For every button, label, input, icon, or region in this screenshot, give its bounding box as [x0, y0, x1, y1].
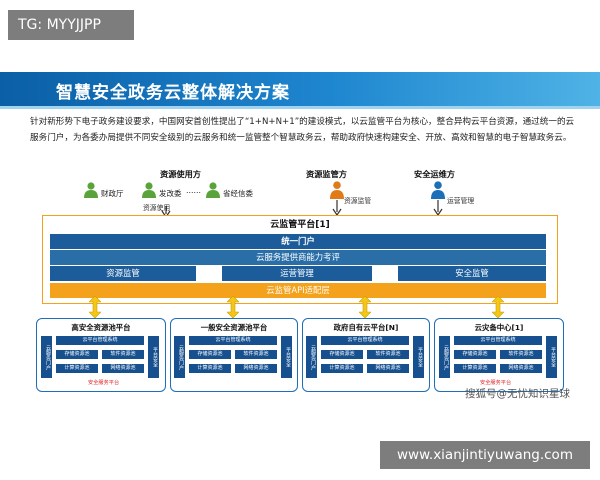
label-resource-use: 资源使用 [143, 204, 171, 212]
pool-portal: 云服务门户 [306, 336, 317, 378]
operator-icon [431, 181, 445, 199]
double-arrow-icon [89, 296, 101, 318]
pool-compute: 计算资源池 [189, 364, 231, 373]
double-arrow-icon [359, 296, 371, 318]
pool-storage: 存储资源池 [454, 350, 496, 359]
pool-software: 软件资源池 [367, 350, 409, 359]
person-reform: 发改委 [159, 189, 182, 198]
pool-mgmt-system: 云平台管理系统 [321, 336, 409, 345]
pool-portal: 云服务门户 [174, 336, 185, 378]
pool-storage: 存储资源池 [56, 350, 98, 359]
person-dots: …… [186, 186, 201, 195]
label-ops-management: 运营管理 [447, 197, 475, 205]
resource-monitor-bar: 资源监管 [50, 266, 196, 281]
role-security-operator: 安全运维方 [414, 169, 455, 179]
double-arrow-icon [492, 296, 504, 318]
ops-management-bar: 运营管理 [222, 266, 372, 281]
pool-platform-security: 平台安全 [413, 336, 424, 378]
pool-platform-security: 平台安全 [546, 336, 557, 378]
intro-paragraph: 针对新形势下电子政务建设要求，中国网安首创性提出了“1+N+N+1”的建设模式，… [30, 117, 575, 143]
site-url-tag: www.xianjintiyuwang.com [380, 441, 590, 469]
pool-network: 网络资源池 [500, 364, 542, 373]
pool-title: 政府自有云平台[N] [333, 323, 399, 332]
unified-portal-bar: 统一门户 [50, 234, 546, 249]
pool-portal: 云服务门户 [41, 336, 52, 378]
pool-compute: 计算资源池 [56, 364, 98, 373]
double-arrow-icon [227, 296, 239, 318]
pool-storage: 存储资源池 [189, 350, 231, 359]
person-economy: 省经信委 [223, 189, 253, 198]
pool-title: 云灾备中心[1] [474, 323, 524, 332]
user-icon [84, 182, 98, 198]
pool-network: 网络资源池 [102, 364, 144, 373]
pool-compute: 计算资源池 [321, 364, 363, 373]
pool-software: 软件资源池 [235, 350, 277, 359]
user-icon [206, 182, 220, 198]
pool-red-label: 安全服务平台 [480, 380, 512, 386]
watermark-tag: TG: MYYJJPP [8, 10, 134, 40]
pool-network: 网络资源池 [235, 364, 277, 373]
api-adapter-bar: 云监管API适配层 [50, 283, 546, 298]
security-monitor-bar: 安全监管 [398, 266, 546, 281]
page-title: 智慧安全政务云整体解决方案 [56, 83, 290, 103]
pool-compute: 计算资源池 [454, 364, 496, 373]
arrow-down-icon [433, 200, 443, 216]
pool-title: 高安全资源池平台 [71, 323, 131, 332]
role-resource-user: 资源使用方 [160, 169, 201, 179]
pool-platform-security: 平台安全 [148, 336, 159, 378]
pool-network: 网络资源池 [367, 364, 409, 373]
capability-eval-bar: 云服务提供商能力考评 [50, 250, 546, 265]
supervisor-icon [330, 181, 344, 199]
arrow-down-icon [332, 200, 342, 216]
pool-platform-security: 平台安全 [281, 336, 292, 378]
pool-title: 一般安全资源池平台 [200, 323, 268, 332]
pool-mgmt-system: 云平台管理系统 [56, 336, 144, 345]
person-finance: 财政厅 [101, 189, 124, 198]
role-resource-supervisor: 资源监管方 [306, 169, 347, 179]
pool-portal: 云服务门户 [439, 336, 450, 378]
pool-mgmt-system: 云平台管理系统 [189, 336, 277, 345]
pool-red-label: 安全服务平台 [88, 380, 120, 386]
platform-title: 云监管平台[1] [270, 220, 330, 230]
pool-storage: 存储资源池 [321, 350, 363, 359]
pool-software: 软件资源池 [102, 350, 144, 359]
sohu-watermark: 搜狐号@无忧知识星球 [465, 388, 570, 400]
banner-accent-line [0, 106, 600, 109]
pool-mgmt-system: 云平台管理系统 [454, 336, 542, 345]
title-banner [0, 72, 600, 108]
pool-software: 软件资源池 [500, 350, 542, 359]
label-resource-supervise: 资源监管 [344, 197, 372, 205]
user-icon [142, 182, 156, 198]
